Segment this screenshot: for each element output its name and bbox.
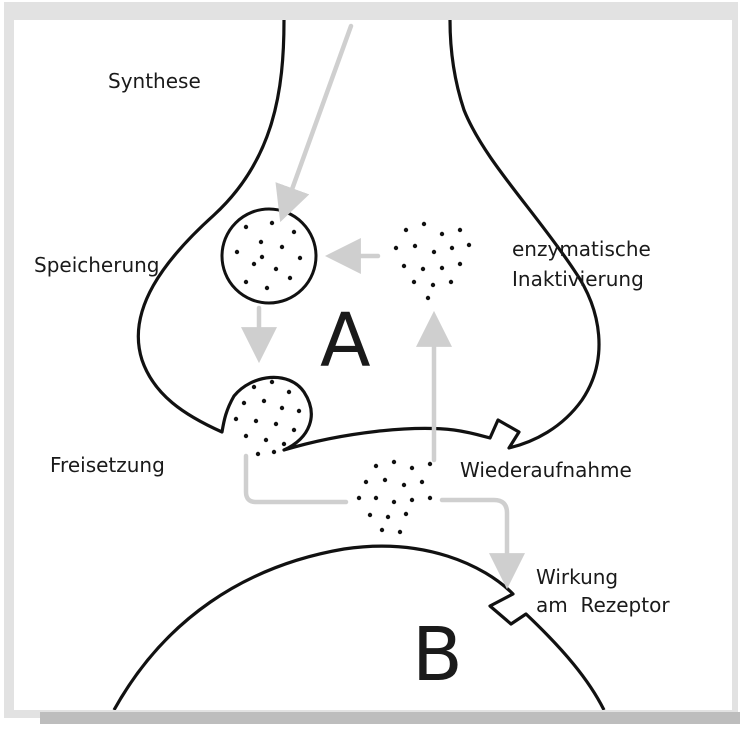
cleft-transmitter-dots (357, 460, 432, 534)
postsynaptic-membrane (114, 546, 604, 710)
label-storage: Speicherung (34, 252, 160, 278)
receptor-effect-arrow (442, 500, 507, 572)
label-enzymatic-inactivation-1: enzymatische (512, 236, 651, 262)
synthesis-arrow (286, 26, 351, 206)
region-label-postsynaptic: B (412, 618, 463, 692)
label-receptor-effect-2: am Rezeptor (536, 592, 670, 618)
label-receptor-effect-1: Wirkung (536, 564, 618, 590)
label-reuptake: Wiederaufnahme (460, 457, 632, 483)
vesicle-transmitter-dots (235, 221, 302, 290)
synapse-diagram: Synthese Speicherung enzymatische Inakti… (14, 20, 732, 710)
presynaptic-membrane (138, 20, 599, 450)
region-label-presynaptic: A (320, 304, 371, 378)
label-synthesis: Synthese (108, 68, 201, 94)
figure-shadow (40, 712, 740, 724)
release-to-cleft-line (246, 456, 346, 502)
label-enzymatic-inactivation-2: Inaktivierung (512, 266, 644, 292)
label-release: Freisetzung (50, 452, 165, 478)
inactivated-transmitter-dots (394, 222, 471, 300)
